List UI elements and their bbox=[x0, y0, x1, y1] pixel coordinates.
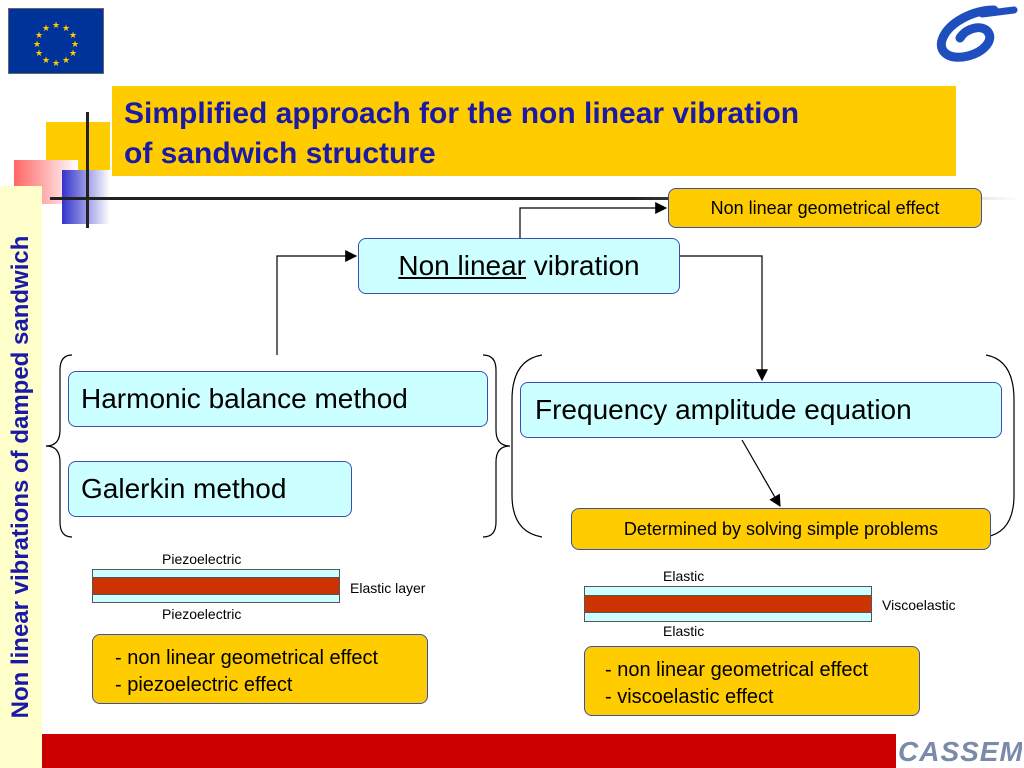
eu-stars-icon: ★ ★ ★ ★ ★ ★ ★ ★ ★ ★ ★ ★ bbox=[33, 20, 79, 68]
determined-box: Determined by solving simple problems bbox=[571, 508, 991, 550]
fp6-logo-icon bbox=[936, 5, 1018, 62]
left-middle-layer bbox=[92, 577, 340, 595]
svg-text:★: ★ bbox=[42, 23, 50, 33]
page-title: Simplified approach for the non linear v… bbox=[112, 86, 956, 176]
svg-text:★: ★ bbox=[52, 20, 60, 30]
frequency-amplitude-label: Frequency amplitude equation bbox=[535, 394, 912, 425]
svg-text:★: ★ bbox=[35, 48, 43, 58]
determined-label: Determined by solving simple problems bbox=[623, 518, 939, 539]
svg-text:★: ★ bbox=[33, 39, 41, 49]
decor-horizontal-line bbox=[50, 197, 1020, 200]
galerkin-box: Galerkin method bbox=[68, 461, 352, 517]
arrow-to-nonlinear-vibration bbox=[276, 250, 358, 355]
page-title-line2: of sandwich structure bbox=[124, 137, 436, 170]
svg-text:★: ★ bbox=[69, 30, 77, 40]
arrow-to-geometric-effect bbox=[519, 202, 668, 238]
right-effect-2: - viscoelastic effect bbox=[605, 686, 774, 708]
page-title-line1: Simplified approach for the non linear v… bbox=[124, 97, 800, 130]
sidebar-panel: Non linear vibrations of damped sandwich bbox=[0, 186, 42, 768]
svg-text:★: ★ bbox=[35, 30, 43, 40]
svg-text:★: ★ bbox=[42, 55, 50, 65]
left-effects-box: - non linear geometrical effect - piezoe… bbox=[92, 634, 428, 704]
geometric-effect-box: Non linear geometrical effect bbox=[668, 188, 982, 228]
left-effect-2: - piezoelectric effect bbox=[115, 674, 293, 696]
left-effect-1: - non linear geometrical effect bbox=[115, 647, 379, 669]
left-brace-open bbox=[45, 354, 73, 538]
arrow-to-frequency-equation bbox=[680, 255, 768, 382]
left-brace-close bbox=[482, 354, 511, 538]
svg-text:★: ★ bbox=[69, 48, 77, 58]
right-middle-layer-label: Viscoelastic bbox=[882, 597, 956, 613]
right-bracket-close bbox=[985, 354, 1015, 538]
right-top-layer-label: Elastic bbox=[663, 568, 705, 584]
footer-red-bar bbox=[42, 734, 896, 768]
geometric-effect-label: Non linear geometrical effect bbox=[710, 197, 940, 218]
vibration-label: vibration bbox=[526, 250, 640, 281]
right-bracket-open bbox=[511, 354, 543, 538]
right-middle-layer bbox=[584, 595, 872, 613]
left-top-layer-label: Piezoelectric bbox=[162, 551, 242, 567]
svg-text:★: ★ bbox=[52, 58, 60, 68]
svg-text:★: ★ bbox=[71, 39, 79, 49]
decor-vertical-line bbox=[86, 112, 89, 228]
svg-text:★: ★ bbox=[62, 55, 70, 65]
arrow-to-determined bbox=[741, 439, 781, 508]
right-bottom-layer-label: Elastic bbox=[663, 623, 705, 639]
left-middle-layer-label: Elastic layer bbox=[350, 580, 426, 596]
right-bottom-layer bbox=[584, 612, 872, 622]
frequency-amplitude-box: Frequency amplitude equation bbox=[520, 382, 1002, 438]
nonlinear-vibration-box: Non linear vibration bbox=[358, 238, 680, 294]
right-effect-1: - non linear geometrical effect bbox=[605, 659, 869, 681]
svg-text:★: ★ bbox=[62, 23, 70, 33]
harmonic-balance-box: Harmonic balance method bbox=[68, 371, 488, 427]
nonlinear-underlined-label: Non linear bbox=[398, 250, 526, 281]
footer-logo-cassem: CASSEM bbox=[898, 736, 1022, 767]
left-bottom-layer-label: Piezoelectric bbox=[162, 606, 242, 622]
harmonic-balance-label: Harmonic balance method bbox=[81, 383, 408, 414]
galerkin-label: Galerkin method bbox=[81, 473, 287, 504]
eu-flag-logo: ★ ★ ★ ★ ★ ★ ★ ★ ★ ★ ★ ★ bbox=[8, 8, 104, 74]
left-bottom-layer bbox=[92, 594, 340, 603]
right-effects-box: - non linear geometrical effect - viscoe… bbox=[584, 646, 920, 716]
